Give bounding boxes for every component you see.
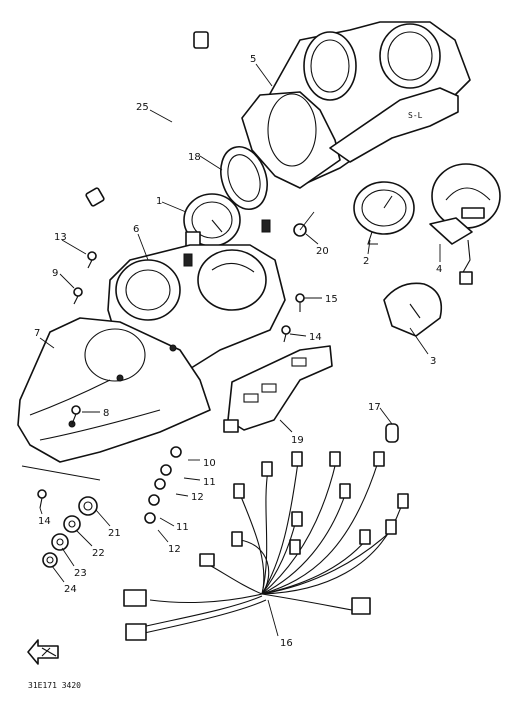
callout-labels: 1 2 3 4 5 6 7 8 9 10 11 11 12 12 13 14 1… [34, 54, 442, 649]
callout-14-left: 14 [38, 516, 51, 527]
callout-21: 21 [108, 528, 121, 539]
tachometer [353, 181, 415, 245]
callout-20: 20 [316, 246, 329, 257]
callout-8: 8 [103, 408, 109, 419]
callout-12-lower: 12 [168, 544, 181, 555]
meter-ring [220, 146, 268, 210]
callout-11-lower: 11 [176, 522, 189, 533]
callout-6: 6 [133, 224, 139, 235]
callout-15: 15 [325, 294, 338, 305]
callout-18: 18 [188, 152, 201, 163]
callout-14-right: 14 [309, 332, 322, 343]
callout-25: 25 [136, 102, 149, 113]
callout-2: 2 [363, 256, 369, 267]
callout-17: 17 [368, 402, 381, 413]
callout-9: 9 [52, 268, 58, 279]
speedometer-cable [85, 31, 209, 207]
meter-lower-case [17, 317, 211, 463]
callout-24: 24 [64, 584, 77, 595]
callout-23: 23 [74, 568, 87, 579]
callout-22: 22 [92, 548, 105, 559]
indicator-light-panel [223, 345, 333, 433]
bulb [385, 423, 399, 443]
fastener-hardware [37, 223, 307, 568]
indicator-gauge-unit [429, 163, 501, 285]
callout-10: 10 [203, 458, 216, 469]
wire-harness [123, 451, 409, 641]
drawing-code: 31E171 3420 [28, 681, 81, 690]
callout-13: 13 [54, 232, 67, 243]
leader-lines [21, 63, 441, 637]
sub-gauge [383, 282, 443, 337]
callout-12-upper: 12 [191, 492, 204, 503]
callout-5: 5 [250, 54, 256, 65]
callout-7: 7 [34, 328, 40, 339]
meter-upper-cover: S-L [241, 21, 471, 189]
callout-16: 16 [280, 638, 293, 649]
svg-text:S-L: S-L [408, 111, 423, 120]
front-direction-arrow-icon [27, 639, 59, 665]
callout-11-upper: 11 [203, 477, 216, 488]
callout-3: 3 [430, 356, 436, 367]
callout-4: 4 [436, 264, 442, 275]
callout-19: 19 [291, 435, 304, 446]
callout-1: 1 [156, 196, 162, 207]
